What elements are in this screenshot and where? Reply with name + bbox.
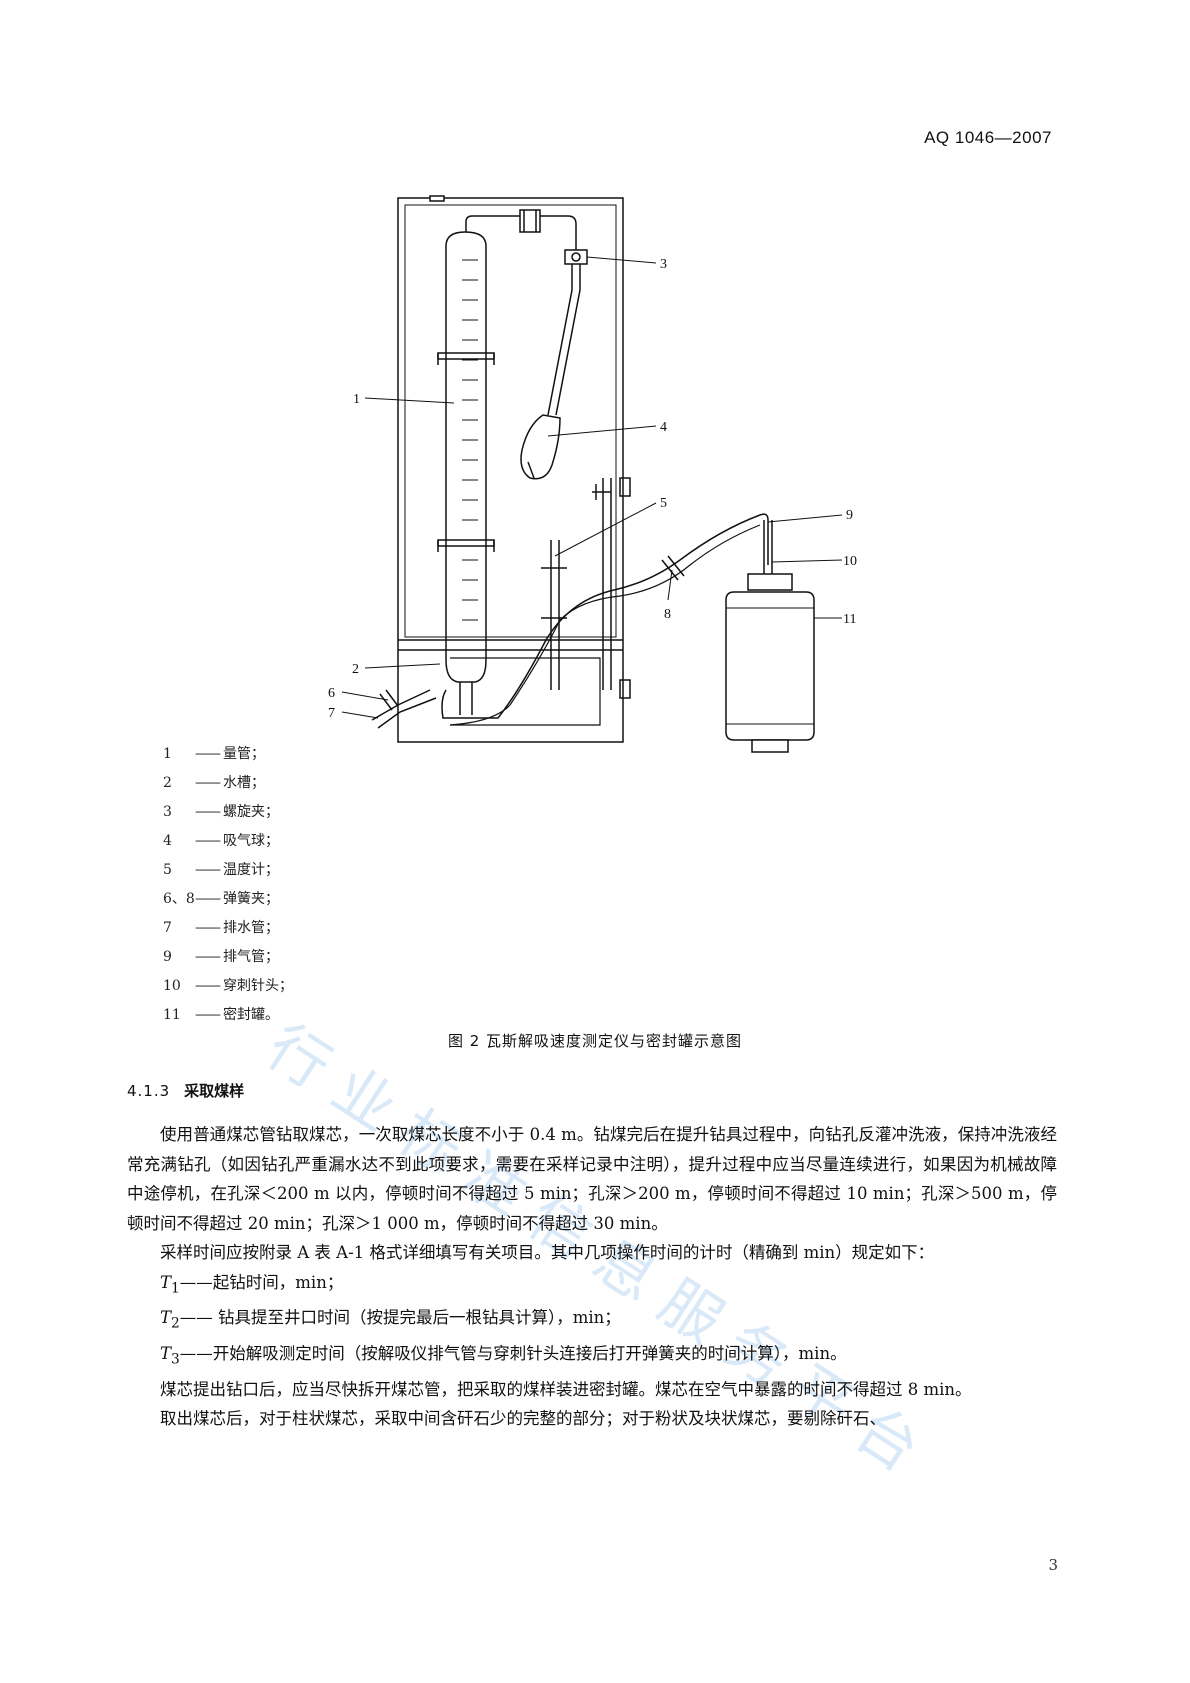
- legend-number: 7: [163, 920, 172, 936]
- apparatus-diagram: 1 2 3 4 5 6 7 8 9 10 11: [328, 195, 857, 753]
- body-text: 使用普通煤芯管钻取煤芯，一次取煤芯长度不小于 0.4 m。钻煤完后在提升钻具过程…: [127, 1120, 1057, 1434]
- callout-6: 6: [328, 686, 335, 701]
- legend-text: 排水管；: [223, 920, 279, 936]
- can-cap: [747, 573, 793, 591]
- callout-4: 4: [660, 420, 667, 435]
- legend-text: 弹簧夹；: [223, 891, 279, 907]
- measuring-tube: [445, 231, 487, 683]
- cabinet-inner-frame: [404, 204, 617, 638]
- spring-clamp-8: [661, 555, 685, 581]
- legend-text: 量管；: [223, 746, 265, 762]
- apparatus-figure: 1 2 3 4 5 6 7 8 9 10 11: [0, 0, 1190, 760]
- page-number: 3: [1048, 1556, 1058, 1574]
- legend-number: 2: [163, 775, 172, 791]
- section-heading: 4.1.3 采取煤样: [127, 1080, 244, 1101]
- section-title: 采取煤样: [184, 1082, 245, 1100]
- paragraph-sampling-time: 采样时间应按附录 A 表 A-1 格式详细填写有关项目。其中几项操作时间的计时（…: [160, 1243, 935, 1262]
- support-rod: [602, 478, 612, 690]
- legend-text: 穿刺针头；: [223, 978, 293, 994]
- legend-item: 11——密封罐。: [163, 1001, 293, 1030]
- legend-number: 1: [163, 746, 172, 762]
- figure-legend: 1——量管；2——水槽；3——螺旋夹；4——吸气球；5——温度计；6、8——弹簧…: [163, 740, 293, 1030]
- term-t3: T3——开始解吸测定时间（按解吸仪排气管与穿刺针头连接后打开弹簧夹的时间计算），…: [160, 1344, 847, 1368]
- legend-text: 温度计；: [223, 862, 279, 878]
- callout-9: 9: [846, 508, 853, 523]
- legend-number: 6、8: [163, 891, 195, 907]
- paragraph-coring: 使用普通煤芯管钻取煤芯，一次取煤芯长度不小于 0.4 m。钻煤完后在提升钻具过程…: [127, 1125, 1057, 1233]
- bulb-tube: [547, 289, 581, 416]
- callout-8: 8: [664, 607, 671, 622]
- water-tank-shelf: [398, 639, 623, 651]
- legend-item: 6、8——弹簧夹；: [163, 885, 293, 914]
- legend-text: 吸气球；: [223, 833, 279, 849]
- legend-number: 3: [163, 804, 172, 820]
- suction-bulb: [520, 414, 561, 480]
- term-t2: T2—— 钻具提至井口时间（按提完最后一根钻具计算），min；: [160, 1308, 621, 1332]
- screw-clamp: [564, 249, 588, 265]
- callout-3: 3: [660, 257, 667, 272]
- legend-item: 9——排气管；: [163, 943, 293, 972]
- spring-clamp-6: [379, 689, 399, 711]
- callout-1: 1: [353, 392, 360, 407]
- callout-7: 7: [328, 706, 335, 721]
- tube-stem: [459, 682, 473, 715]
- legend-number: 9: [163, 949, 172, 965]
- callout-11: 11: [843, 612, 856, 627]
- legend-item: 1——量管；: [163, 740, 293, 769]
- callout-2: 2: [352, 662, 359, 677]
- callout-10: 10: [843, 554, 857, 569]
- legend-text: 密封罐。: [223, 1007, 279, 1023]
- legend-item: 3——螺旋夹；: [163, 798, 293, 827]
- legend-number: 10: [163, 978, 181, 994]
- legend-item: 2——水槽；: [163, 769, 293, 798]
- thermometer: [550, 540, 560, 690]
- figure-caption: 图 2 瓦斯解吸速度测定仪与密封罐示意图: [447, 1032, 743, 1050]
- water-tank: [450, 657, 601, 726]
- drain-hose: [441, 513, 769, 719]
- callout-leaders: [341, 256, 843, 719]
- paragraph-core-selection: 取出煤芯后，对于柱状煤芯，采取中间含矸石少的完整的部分；对于粉状及块状煤芯，要剔…: [160, 1409, 886, 1429]
- callout-5: 5: [660, 496, 667, 511]
- legend-item: 7——排水管；: [163, 914, 293, 943]
- legend-item: 5——温度计；: [163, 856, 293, 885]
- legend-number: 11: [163, 1007, 181, 1023]
- sealed-can: [725, 591, 815, 741]
- legend-number: 5: [163, 862, 172, 878]
- paragraph-exposure: 煤芯提出钻口后，应当尽快拆开煤芯管，把采取的煤样装进密封罐。煤芯在空气中暴露的时…: [160, 1379, 972, 1399]
- standard-code: AQ 1046—2007: [924, 128, 1052, 147]
- legend-number: 4: [163, 833, 172, 849]
- legend-item: 4——吸气球；: [163, 827, 293, 856]
- legend-text: 排气管；: [223, 949, 279, 965]
- legend-item: 10——穿刺针头；: [163, 972, 293, 1001]
- tube-graduations: [462, 259, 478, 641]
- piercing-needle: [763, 520, 773, 575]
- term-t1: T1——起钻时间，min；: [160, 1272, 344, 1296]
- legend-text: 水槽；: [223, 775, 265, 791]
- instrument-cabinet: [397, 197, 624, 743]
- section-number: 4.1.3: [127, 1082, 171, 1100]
- legend-text: 螺旋夹；: [223, 804, 279, 820]
